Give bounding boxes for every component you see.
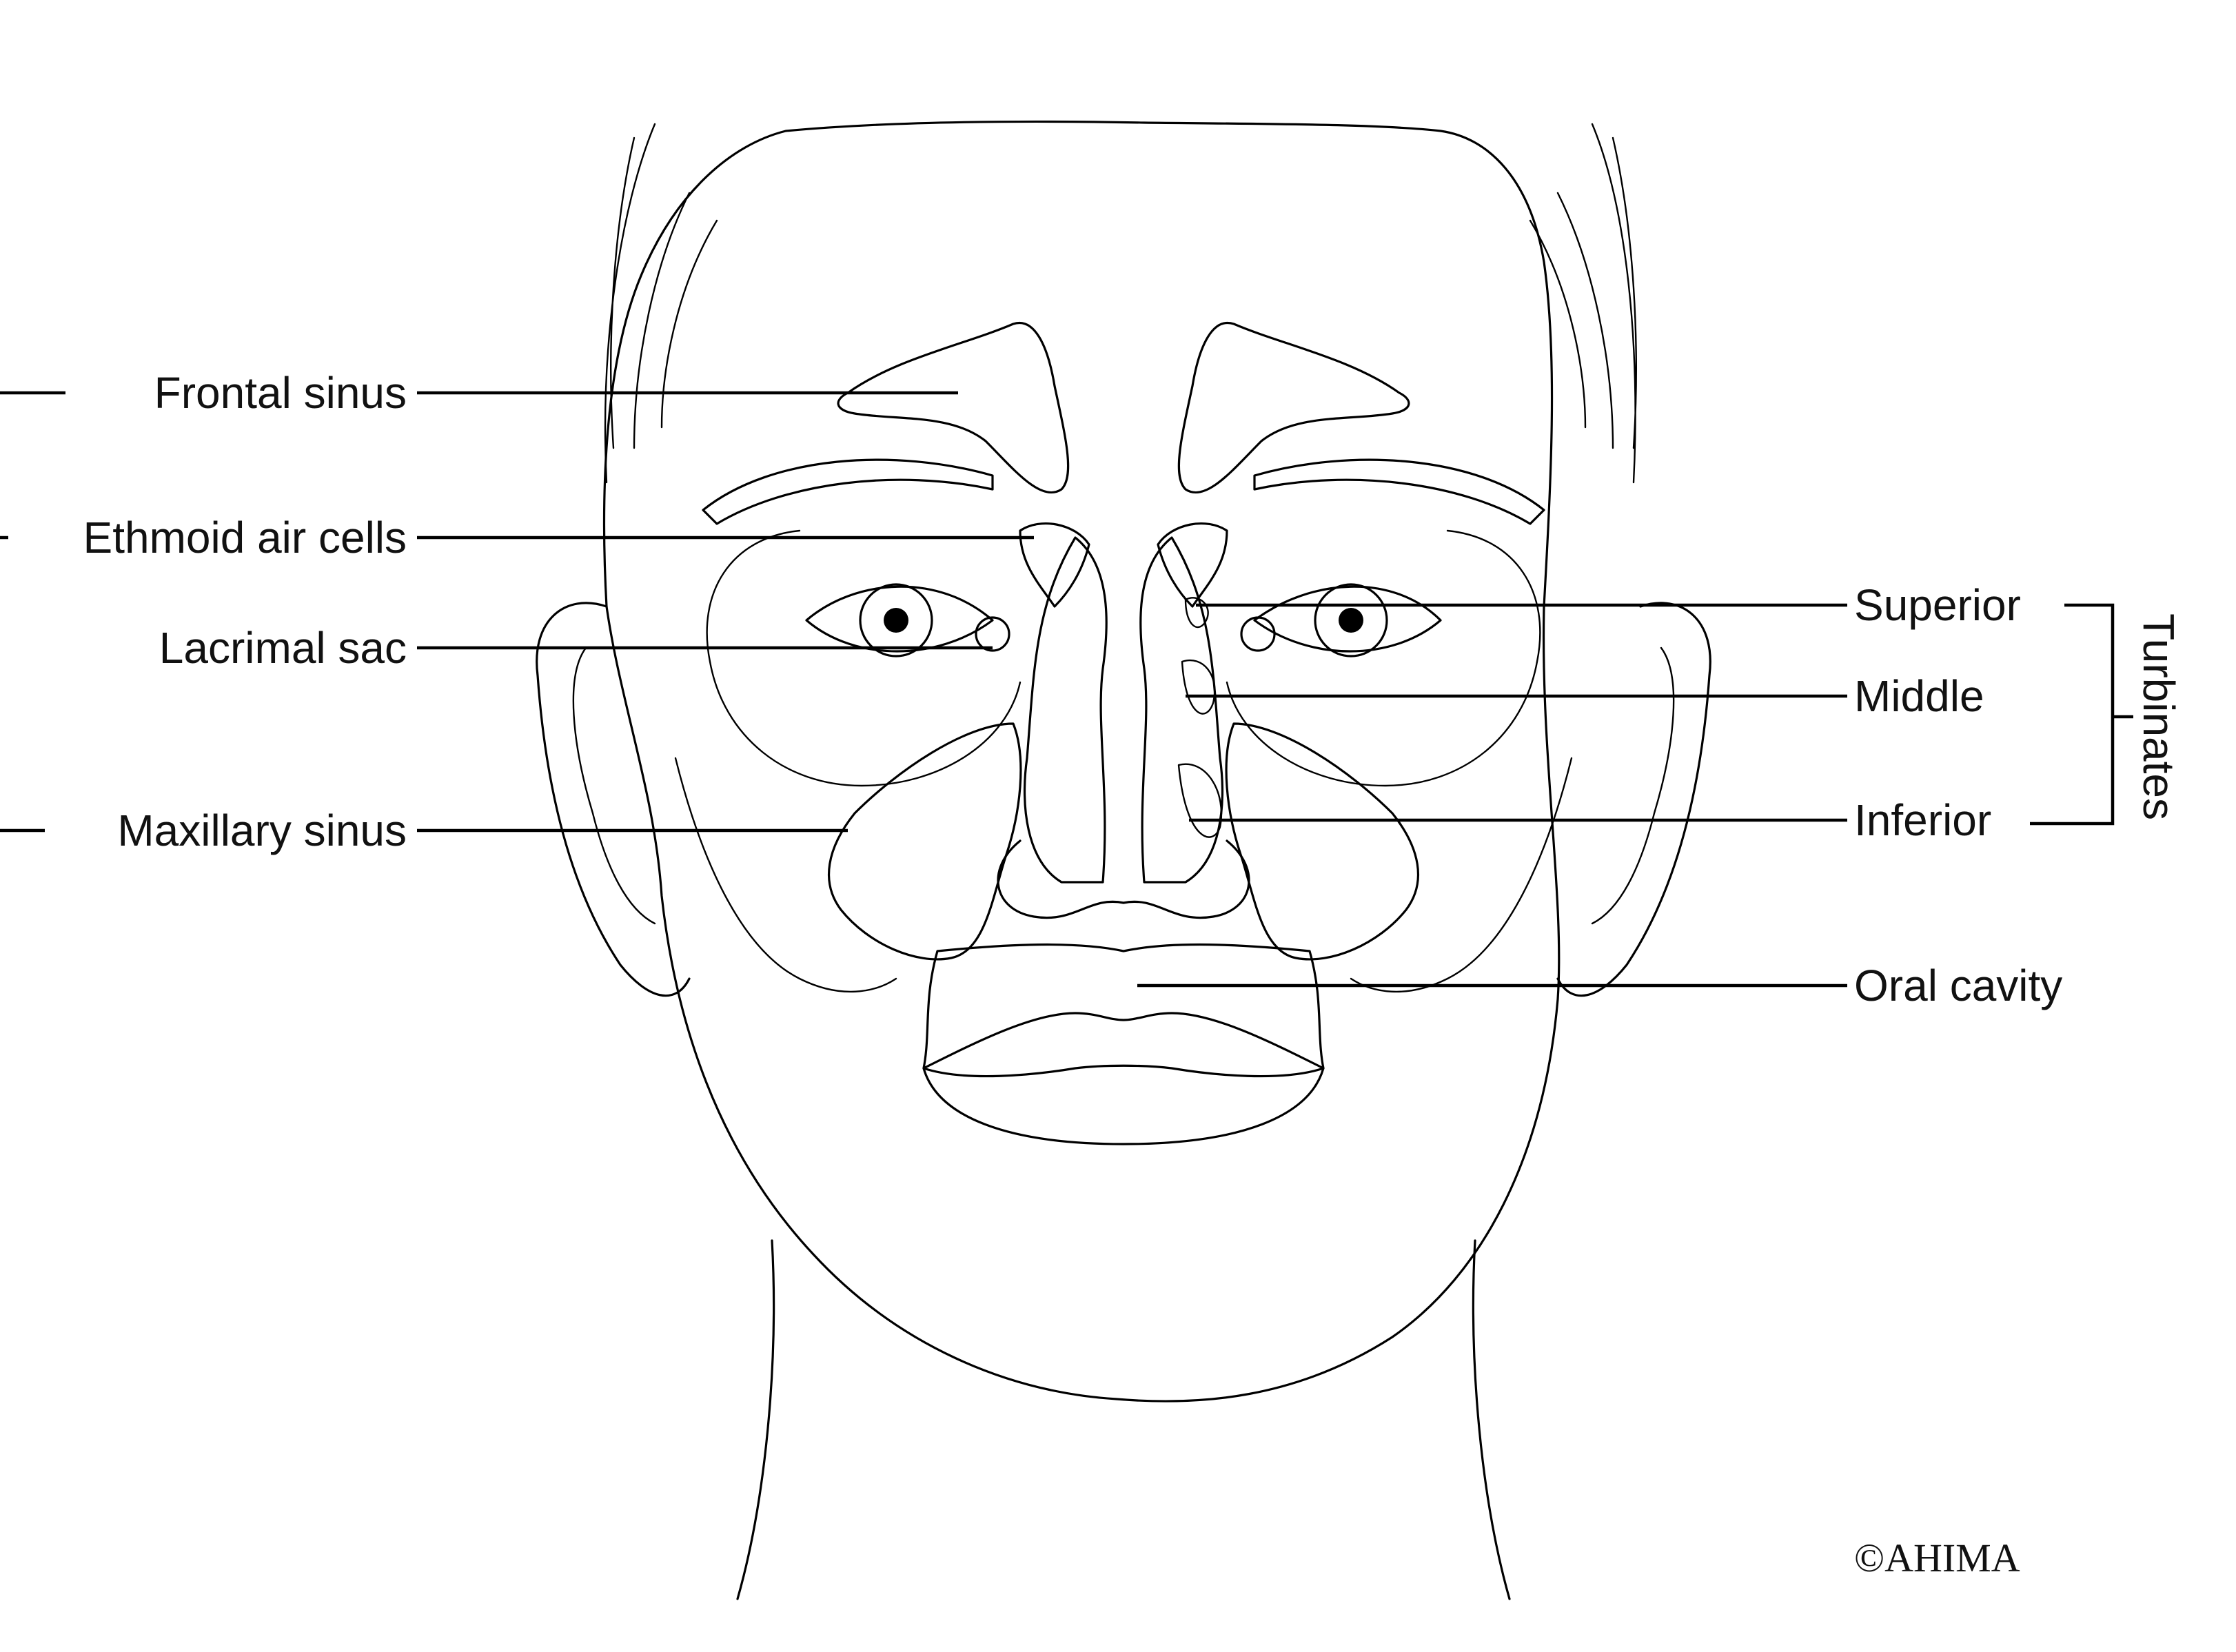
pupil-right [1339, 608, 1363, 633]
eyebrow-left [702, 458, 994, 525]
orbit-left [706, 529, 1022, 787]
ear-right-inner [1591, 646, 1675, 925]
lower-lip [922, 1064, 1325, 1145]
right-leaders [1137, 603, 2133, 988]
neck [736, 1239, 1511, 1600]
ethmoid-cells-right [1157, 522, 1228, 608]
facial-features [702, 458, 1545, 1145]
pupil-left [884, 608, 908, 633]
label-inferior: Inferior [1854, 795, 1991, 845]
hair-left [604, 123, 718, 484]
superior-turbinate [1184, 597, 1209, 629]
face-contour [602, 120, 1561, 1403]
nasal-cavity-right [1139, 536, 1224, 884]
label-ethmoid-air-cells: Ethmoid air cells [83, 513, 407, 562]
eye-right [1253, 585, 1442, 653]
label-middle: Middle [1854, 671, 1984, 721]
iris-right [1314, 583, 1388, 657]
hair-right [1529, 123, 1637, 484]
label-turbinates: Turbinates [2134, 613, 2184, 820]
label-superior: Superior [1854, 580, 2021, 630]
turbinates-bracket [2030, 603, 2133, 826]
ear-left [536, 602, 691, 997]
lacrimal-sac-right [1240, 616, 1276, 652]
eyebrow-right [1253, 458, 1545, 525]
maxillary-sinus-left [827, 722, 1022, 961]
nasal-cavity-left [1023, 536, 1108, 884]
ear-right [1556, 602, 1711, 997]
middle-turbinate [1181, 660, 1216, 715]
maxillary-sinus-right [1225, 722, 1420, 961]
cheek-right [1350, 757, 1573, 993]
frontal-sinus-right [1177, 321, 1410, 494]
label-frontal-sinus: Frontal sinus [154, 368, 407, 418]
frontal-sinus-left [837, 321, 1070, 494]
iris-left [859, 583, 933, 657]
sinus-structures [674, 321, 1573, 993]
ethmoid-cells-left [1019, 522, 1090, 608]
head-outline [536, 120, 1711, 1600]
label-oral-cavity: Oral cavity [1854, 961, 2062, 1010]
ear-left-inner [572, 646, 656, 925]
label-maxillary-sinus: Maxillary sinus [117, 806, 407, 855]
upper-lip [922, 943, 1325, 1070]
orbit-right [1226, 529, 1541, 787]
cheek-left [674, 757, 897, 993]
copyright-notice: ©AHIMA [1854, 1536, 2020, 1580]
lacrimal-sac-left [975, 616, 1010, 652]
inferior-turbinate [1177, 763, 1223, 838]
labels: Frontal sinus Ethmoid air cells Lacrimal… [83, 368, 2184, 1580]
left-leaders [0, 391, 1034, 833]
nose [997, 839, 1250, 919]
label-lacrimal-sac: Lacrimal sac [159, 623, 407, 673]
